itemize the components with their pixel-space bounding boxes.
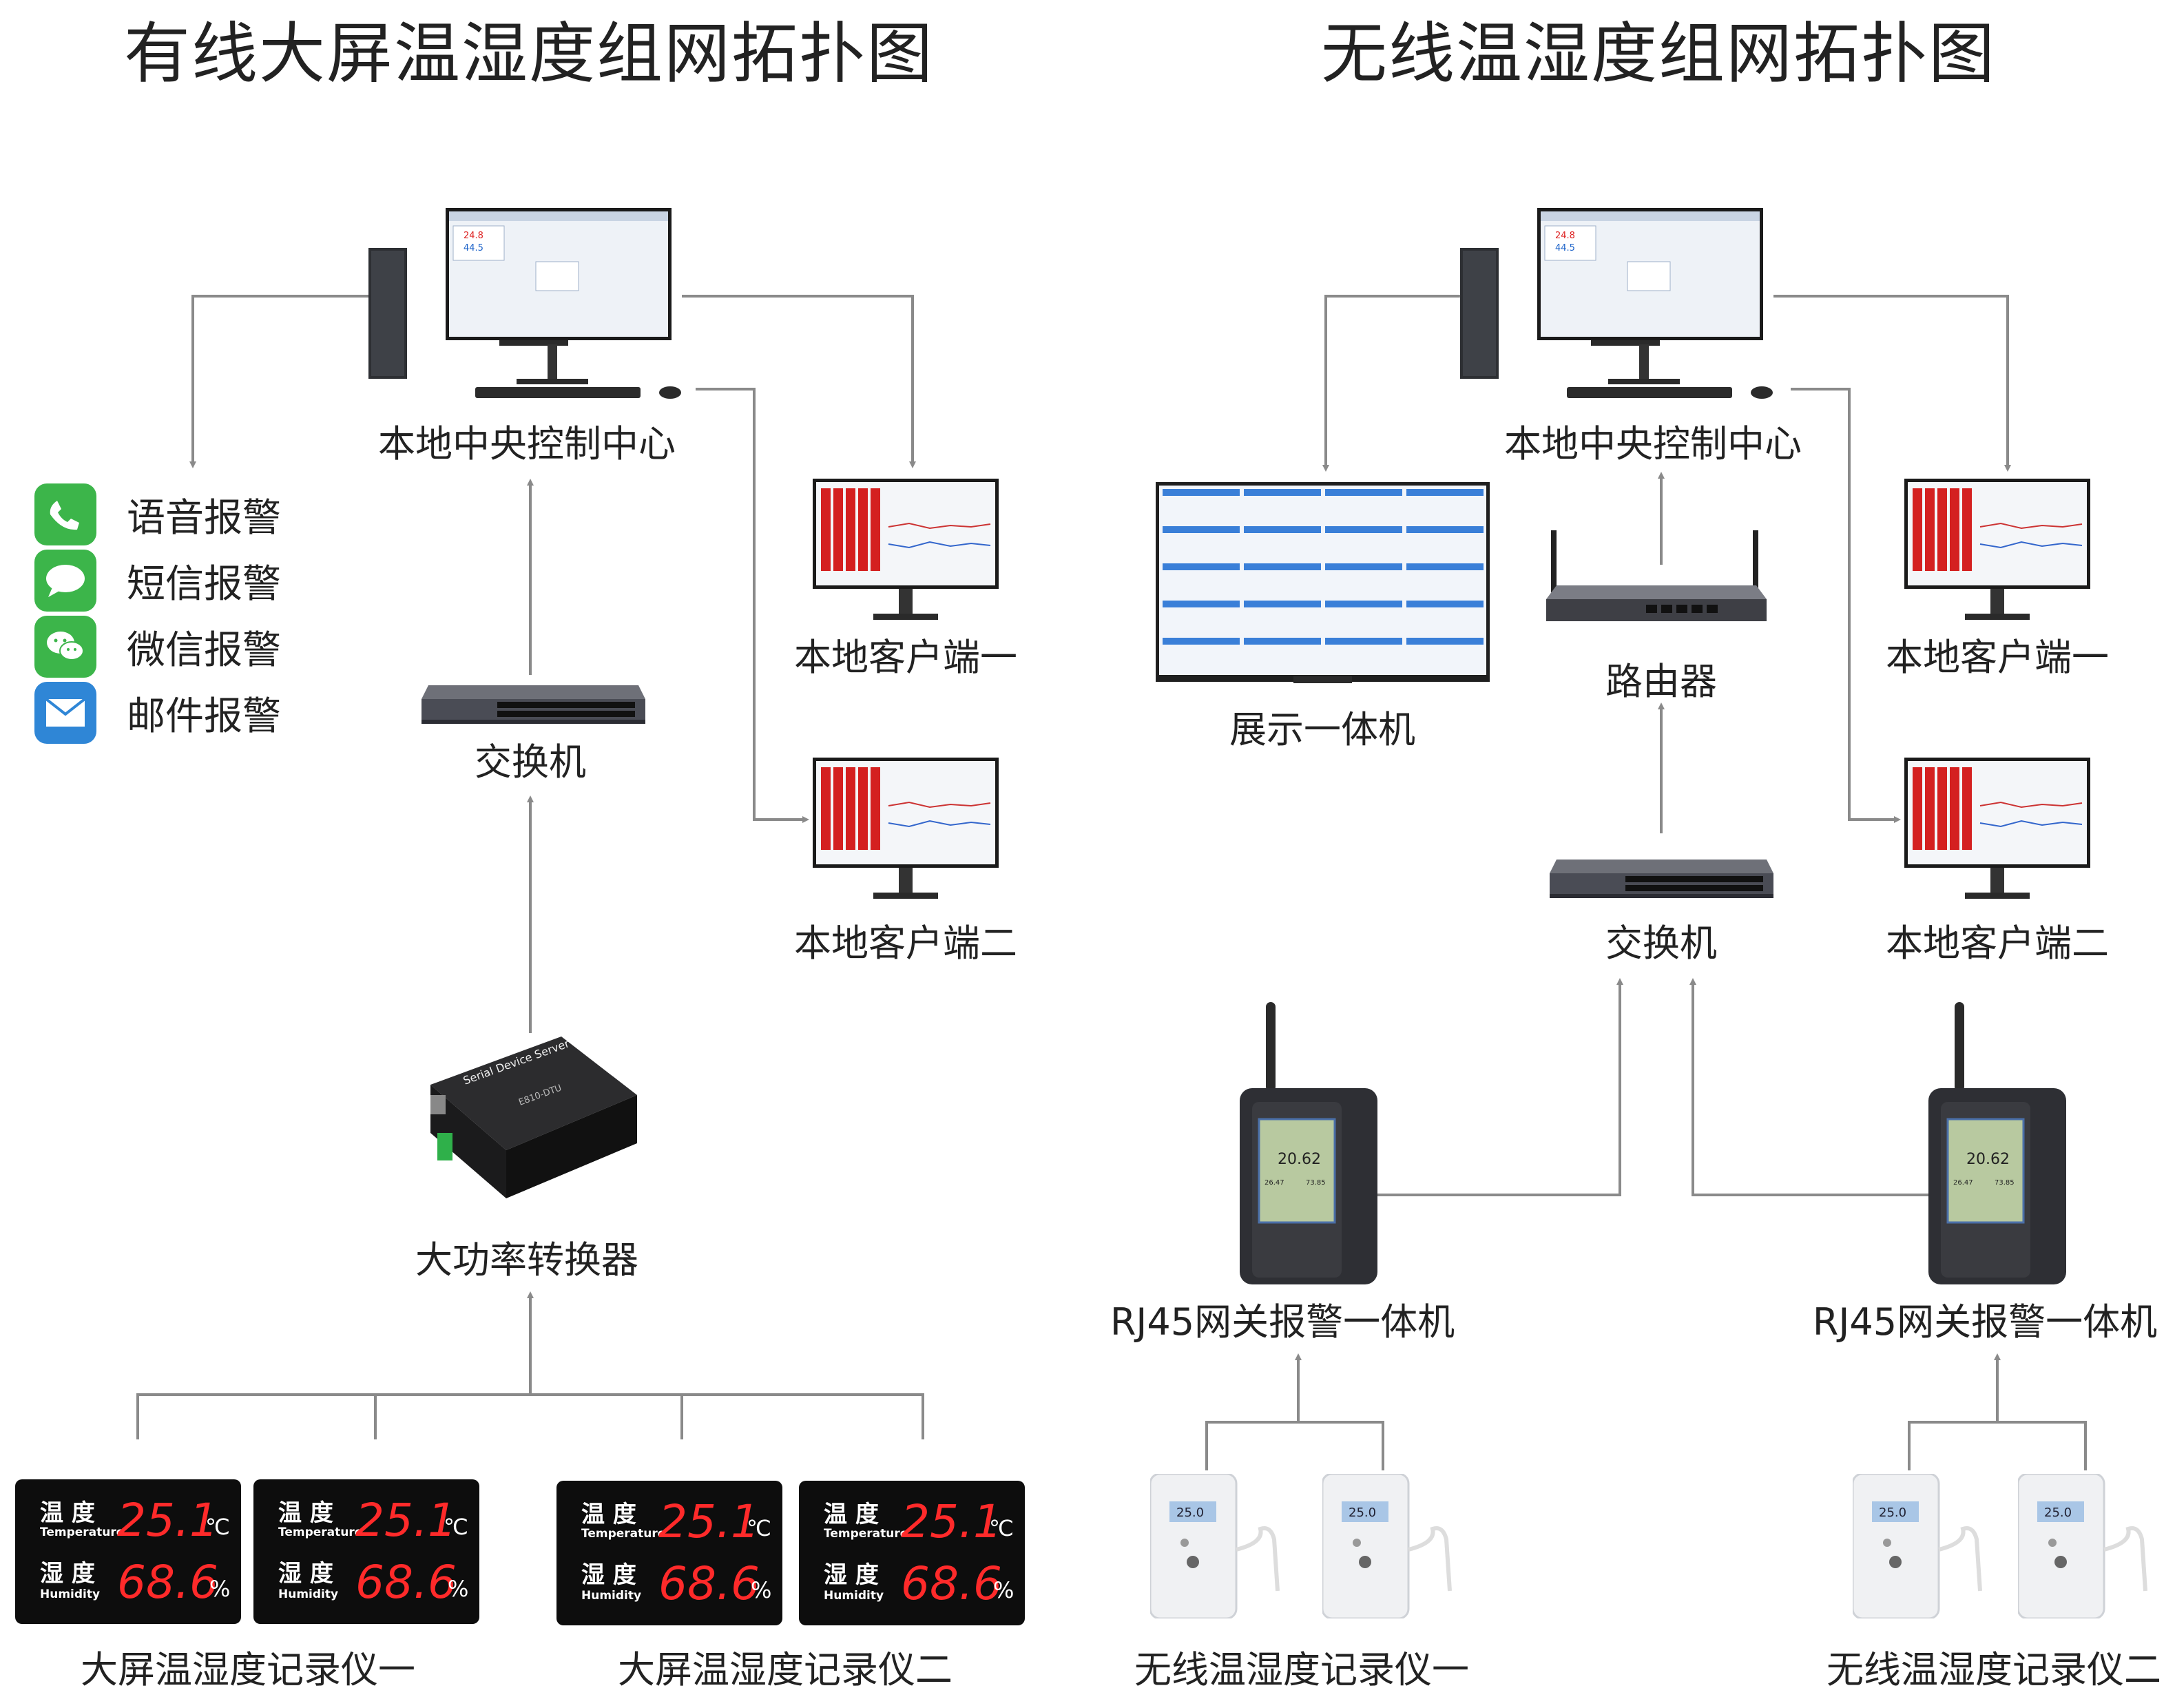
svg-text:湿 度: 湿 度: [278, 1560, 333, 1587]
svg-text:湿 度: 湿 度: [824, 1561, 879, 1589]
alarm-sms-label: 短信报警: [127, 561, 281, 607]
client-2-label-left: 本地客户端二: [794, 921, 1017, 965]
svg-text:Humidity: Humidity: [40, 1587, 100, 1601]
display-unit: [1156, 482, 1490, 685]
gateway-1: 20.62 26.47 73.85: [1240, 1002, 1377, 1284]
alarm-wechat: 微信报警: [34, 616, 281, 678]
client-monitor-right-2: [1904, 758, 2090, 902]
wired-title: 有线大屏温湿度组网拓扑图: [124, 15, 934, 92]
svg-text:26.47: 26.47: [1953, 1179, 1973, 1187]
svg-text:温 度: 温 度: [278, 1499, 333, 1527]
svg-text:Temperature: Temperature: [581, 1527, 665, 1541]
svg-text:73.85: 73.85: [1995, 1179, 2015, 1187]
pc-temp-readout: 24.8: [464, 231, 483, 241]
central-label-right: 本地中央控制中心: [1504, 422, 1802, 466]
svg-text:Humidity: Humidity: [278, 1587, 338, 1601]
alarm-sms: 短信报警: [34, 550, 281, 612]
gateway-1-label: RJ45网关报警一体机: [1110, 1300, 1455, 1344]
svg-text:℃: ℃: [444, 1514, 468, 1540]
svg-text:25.0: 25.0: [1349, 1506, 1376, 1520]
svg-text:68.6: 68.6: [658, 1557, 760, 1610]
switch-right: [1550, 853, 1773, 908]
switch-label-left: 交换机: [475, 740, 586, 784]
switch-label-right: 交换机: [1605, 921, 1717, 965]
recorder-2-label-left: 大屏温湿度记录仪二: [618, 1648, 953, 1691]
central-label-left: 本地中央控制中心: [378, 422, 676, 466]
svg-text:25.0: 25.0: [1879, 1506, 1906, 1520]
led-display-1: 温 度 Temperature 25.1 ℃ 湿 度 Humidity 68.6…: [15, 1479, 241, 1624]
svg-text:Humidity: Humidity: [824, 1589, 884, 1603]
svg-text:25.0: 25.0: [1176, 1506, 1204, 1520]
alarm-voice-label: 语音报警: [127, 495, 281, 541]
wireless-sensor-3: 25.0: [1851, 1472, 2011, 1620]
sms-icon: [34, 550, 96, 612]
central-pc-left: 24.8 44.5: [368, 207, 699, 406]
svg-text:湿 度: 湿 度: [581, 1561, 636, 1589]
svg-text:Humidity: Humidity: [581, 1589, 641, 1603]
svg-text:%: %: [751, 1577, 771, 1603]
svg-text:26.47: 26.47: [1265, 1179, 1284, 1187]
svg-text:25.1: 25.1: [658, 1495, 760, 1548]
svg-text:20.62: 20.62: [1966, 1151, 2010, 1168]
display-unit-label: 展示一体机: [1229, 708, 1415, 751]
router-label: 路由器: [1605, 660, 1717, 703]
svg-text:25.0: 25.0: [2044, 1506, 2072, 1520]
alarm-mail: 邮件报警: [34, 682, 281, 744]
client-2-label-right: 本地客户端二: [1886, 921, 2109, 965]
converter-label: 大功率转换器: [415, 1238, 638, 1282]
recorder-2-label-right: 无线温湿度记录仪二: [1827, 1648, 2161, 1691]
svg-text:68.6: 68.6: [117, 1556, 218, 1609]
led-display-3: 温 度 Temperature 25.1 ℃ 湿 度 Humidity 68.6…: [556, 1481, 782, 1625]
svg-text:温 度: 温 度: [581, 1501, 636, 1528]
mail-icon: [34, 682, 96, 744]
svg-text:25.1: 25.1: [901, 1495, 1002, 1548]
svg-text:℃: ℃: [205, 1514, 230, 1540]
client-monitor-left-2: [813, 758, 999, 902]
client-1-label-left: 本地客户端一: [794, 636, 1017, 679]
client-monitor-right-1: [1904, 479, 2090, 623]
svg-text:73.85: 73.85: [1306, 1179, 1326, 1187]
svg-text:℃: ℃: [989, 1515, 1014, 1541]
led-display-4: 温 度 Temperature 25.1 ℃ 湿 度 Humidity 68.6…: [799, 1481, 1025, 1625]
alarm-mail-label: 邮件报警: [127, 694, 281, 739]
svg-text:Temperature: Temperature: [278, 1525, 362, 1539]
svg-text:湿 度: 湿 度: [40, 1560, 95, 1587]
svg-text:25.1: 25.1: [355, 1494, 457, 1547]
pc-temp-readout-2: 24.8: [1555, 231, 1575, 241]
svg-text:68.6: 68.6: [355, 1556, 457, 1609]
svg-text:%: %: [993, 1577, 1014, 1603]
svg-text:温 度: 温 度: [40, 1499, 95, 1527]
recorder-1-label-right: 无线温湿度记录仪一: [1134, 1648, 1469, 1691]
alarm-wechat-label: 微信报警: [127, 627, 281, 673]
router: [1543, 530, 1770, 634]
central-pc-right: 24.8 44.5: [1460, 207, 1791, 406]
pc-hum-readout: 44.5: [464, 243, 483, 253]
gateway-2-label: RJ45网关报警一体机: [1812, 1300, 2158, 1344]
led-display-2: 温 度 Temperature 25.1 ℃ 湿 度 Humidity 68.6…: [253, 1479, 479, 1624]
phone-icon: [34, 483, 96, 545]
alarm-voice: 语音报警: [34, 483, 281, 545]
svg-text:%: %: [448, 1576, 468, 1602]
svg-text:25.1: 25.1: [117, 1494, 218, 1547]
client-monitor-left-1: [813, 479, 999, 623]
wireless-sensor-1: 25.0: [1149, 1472, 1309, 1620]
svg-text:℃: ℃: [747, 1515, 771, 1541]
gateway-2: 20.62 26.47 73.85: [1928, 1002, 2066, 1284]
wireless-title: 无线温湿度组网拓扑图: [1321, 15, 1996, 92]
serial-converter: Serial Device Server E810-DTU: [417, 1030, 647, 1209]
wireless-sensor-4: 25.0: [2017, 1472, 2175, 1620]
switch-left: [422, 678, 645, 733]
pc-hum-readout-2: 44.5: [1555, 243, 1575, 253]
wireless-sensor-2: 25.0: [1321, 1472, 1481, 1620]
client-1-label-right: 本地客户端一: [1886, 636, 2109, 679]
svg-text:%: %: [209, 1576, 230, 1602]
svg-text:68.6: 68.6: [901, 1557, 1002, 1610]
svg-text:Temperature: Temperature: [824, 1527, 908, 1541]
svg-text:20.62: 20.62: [1278, 1151, 1321, 1168]
recorder-1-label-left: 大屏温湿度记录仪一: [81, 1648, 415, 1691]
svg-text:温 度: 温 度: [824, 1501, 879, 1528]
wechat-icon: [34, 616, 96, 678]
svg-text:Temperature: Temperature: [40, 1525, 124, 1539]
